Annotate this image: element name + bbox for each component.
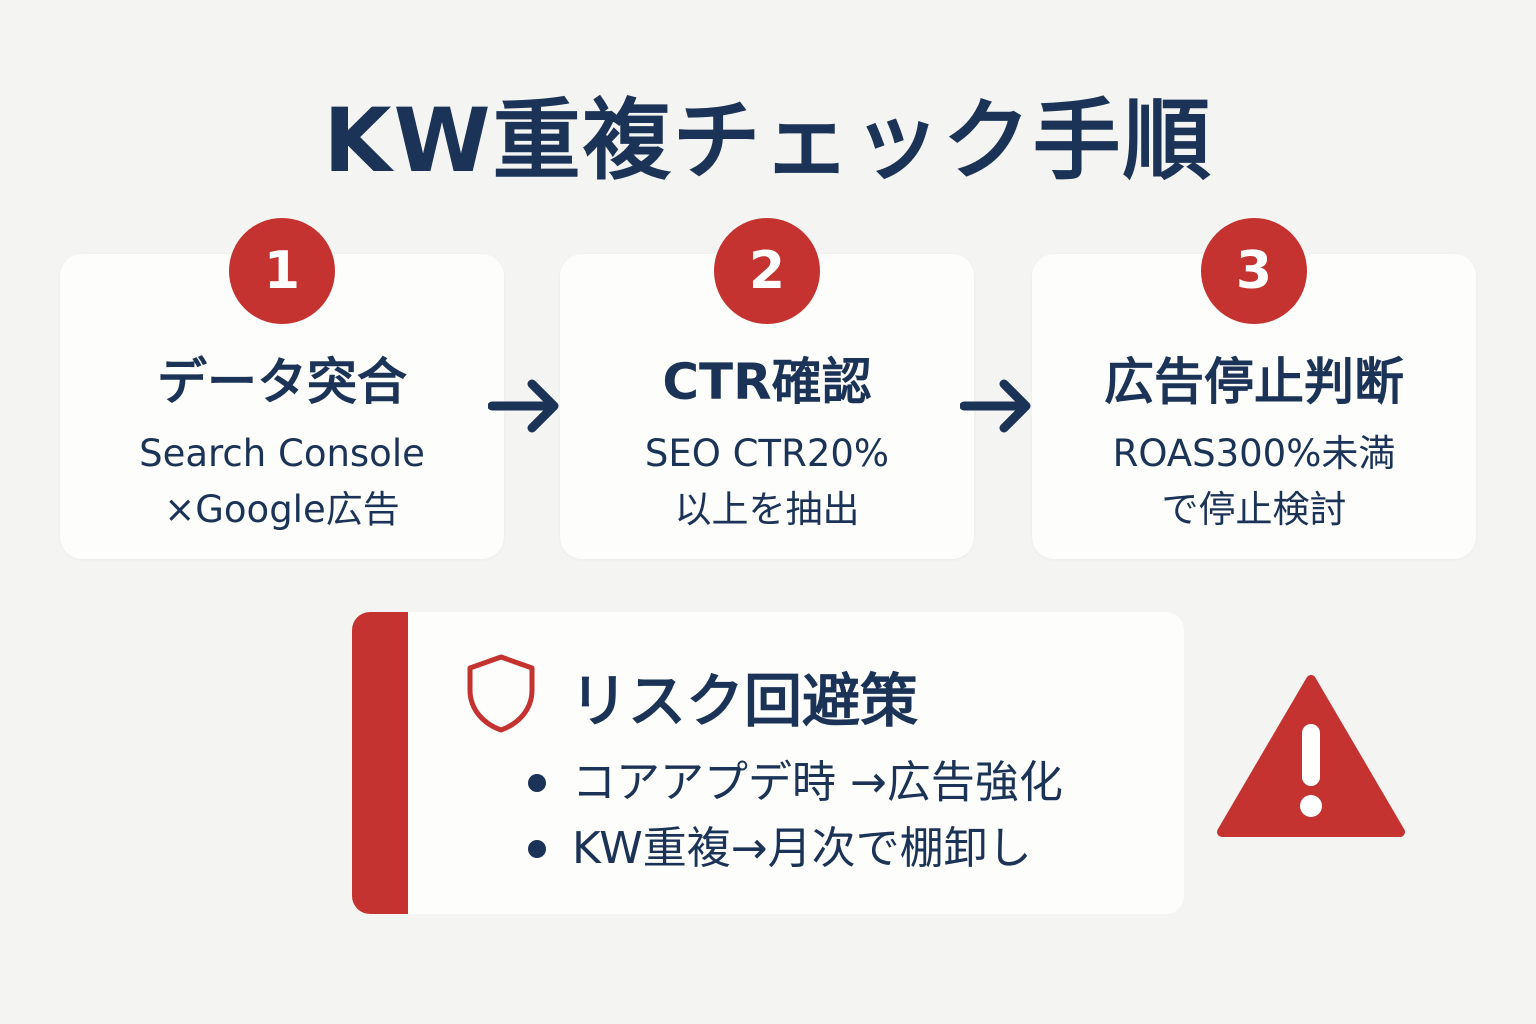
list-item: KW重複→月次で棚卸し [524,816,1063,882]
step-number-badge: 1 [229,218,335,324]
bullet-icon [528,774,546,792]
step-description-line: Search Console [139,432,425,475]
step-title: CTR確認 [662,353,872,411]
list-item: コアアプデ時 →広告強化 [524,750,1063,816]
accent-bar [352,612,408,914]
shield-icon [467,654,535,733]
step-number-badge: 2 [714,218,820,324]
step-description: SEO CTR20% 以上を抽出 [560,426,974,538]
step-description-line: 以上を抽出 [674,488,860,531]
step-description-line: ×Google広告 [164,488,400,531]
risk-avoidance-card: リスク回避策 コアアプデ時 →広告強化 KW重複→月次で棚卸し [352,612,1184,914]
risk-title: リスク回避策 [570,667,919,735]
list-item-text: KW重複→月次で棚卸し [572,823,1032,874]
step-title: 広告停止判断 [1104,353,1404,411]
risk-list: コアアプデ時 →広告強化 KW重複→月次で棚卸し [524,750,1063,882]
step-title: データ突合 [157,353,407,411]
page-title: KW重複チェック手順 [323,89,1213,192]
bullet-icon [528,840,546,858]
arrow-right-icon [960,379,1031,433]
step-description-line: で停止検討 [1161,488,1347,531]
arrow-right-icon [488,379,559,433]
step-card-2: 2 CTR確認 SEO CTR20% 以上を抽出 [560,218,974,559]
step-description: Search Console ×Google広告 [60,426,504,538]
list-item-text: コアアプデ時 →広告強化 [572,757,1063,808]
step-description-line: ROAS300%未満 [1112,432,1396,475]
warning-triangle-icon [1217,675,1405,837]
step-card-3: 3 広告停止判断 ROAS300%未満 で停止検討 [1032,218,1476,559]
step-description-line: SEO CTR20% [644,432,890,475]
step-number-badge: 3 [1201,218,1307,324]
step-description: ROAS300%未満 で停止検討 [1032,426,1476,538]
step-card-1: 1 データ突合 Search Console ×Google広告 [60,218,504,559]
